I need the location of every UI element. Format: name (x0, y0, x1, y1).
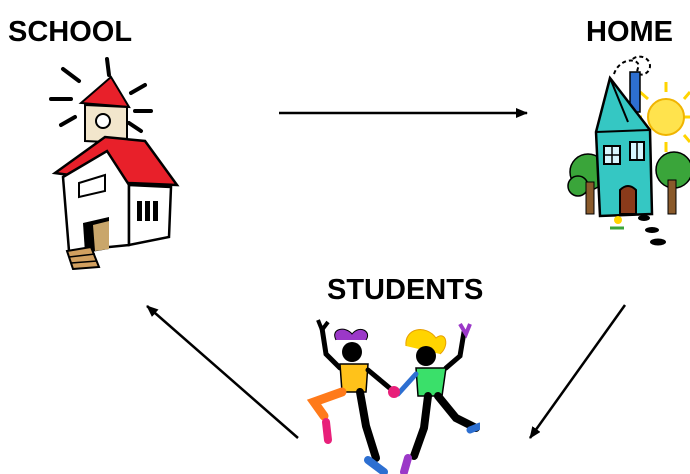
arrow-home-to-students (528, 304, 627, 439)
arrow-students-to-school (146, 305, 299, 439)
student-left (306, 319, 395, 474)
students-label: STUDENTS (327, 274, 484, 306)
dancing-students-icon (306, 319, 480, 474)
school-label: SCHOOL (8, 16, 133, 48)
schoolhouse-icon (49, 57, 180, 270)
house-icon (567, 55, 690, 246)
home-label: HOME (586, 16, 673, 48)
student-right (388, 322, 480, 474)
